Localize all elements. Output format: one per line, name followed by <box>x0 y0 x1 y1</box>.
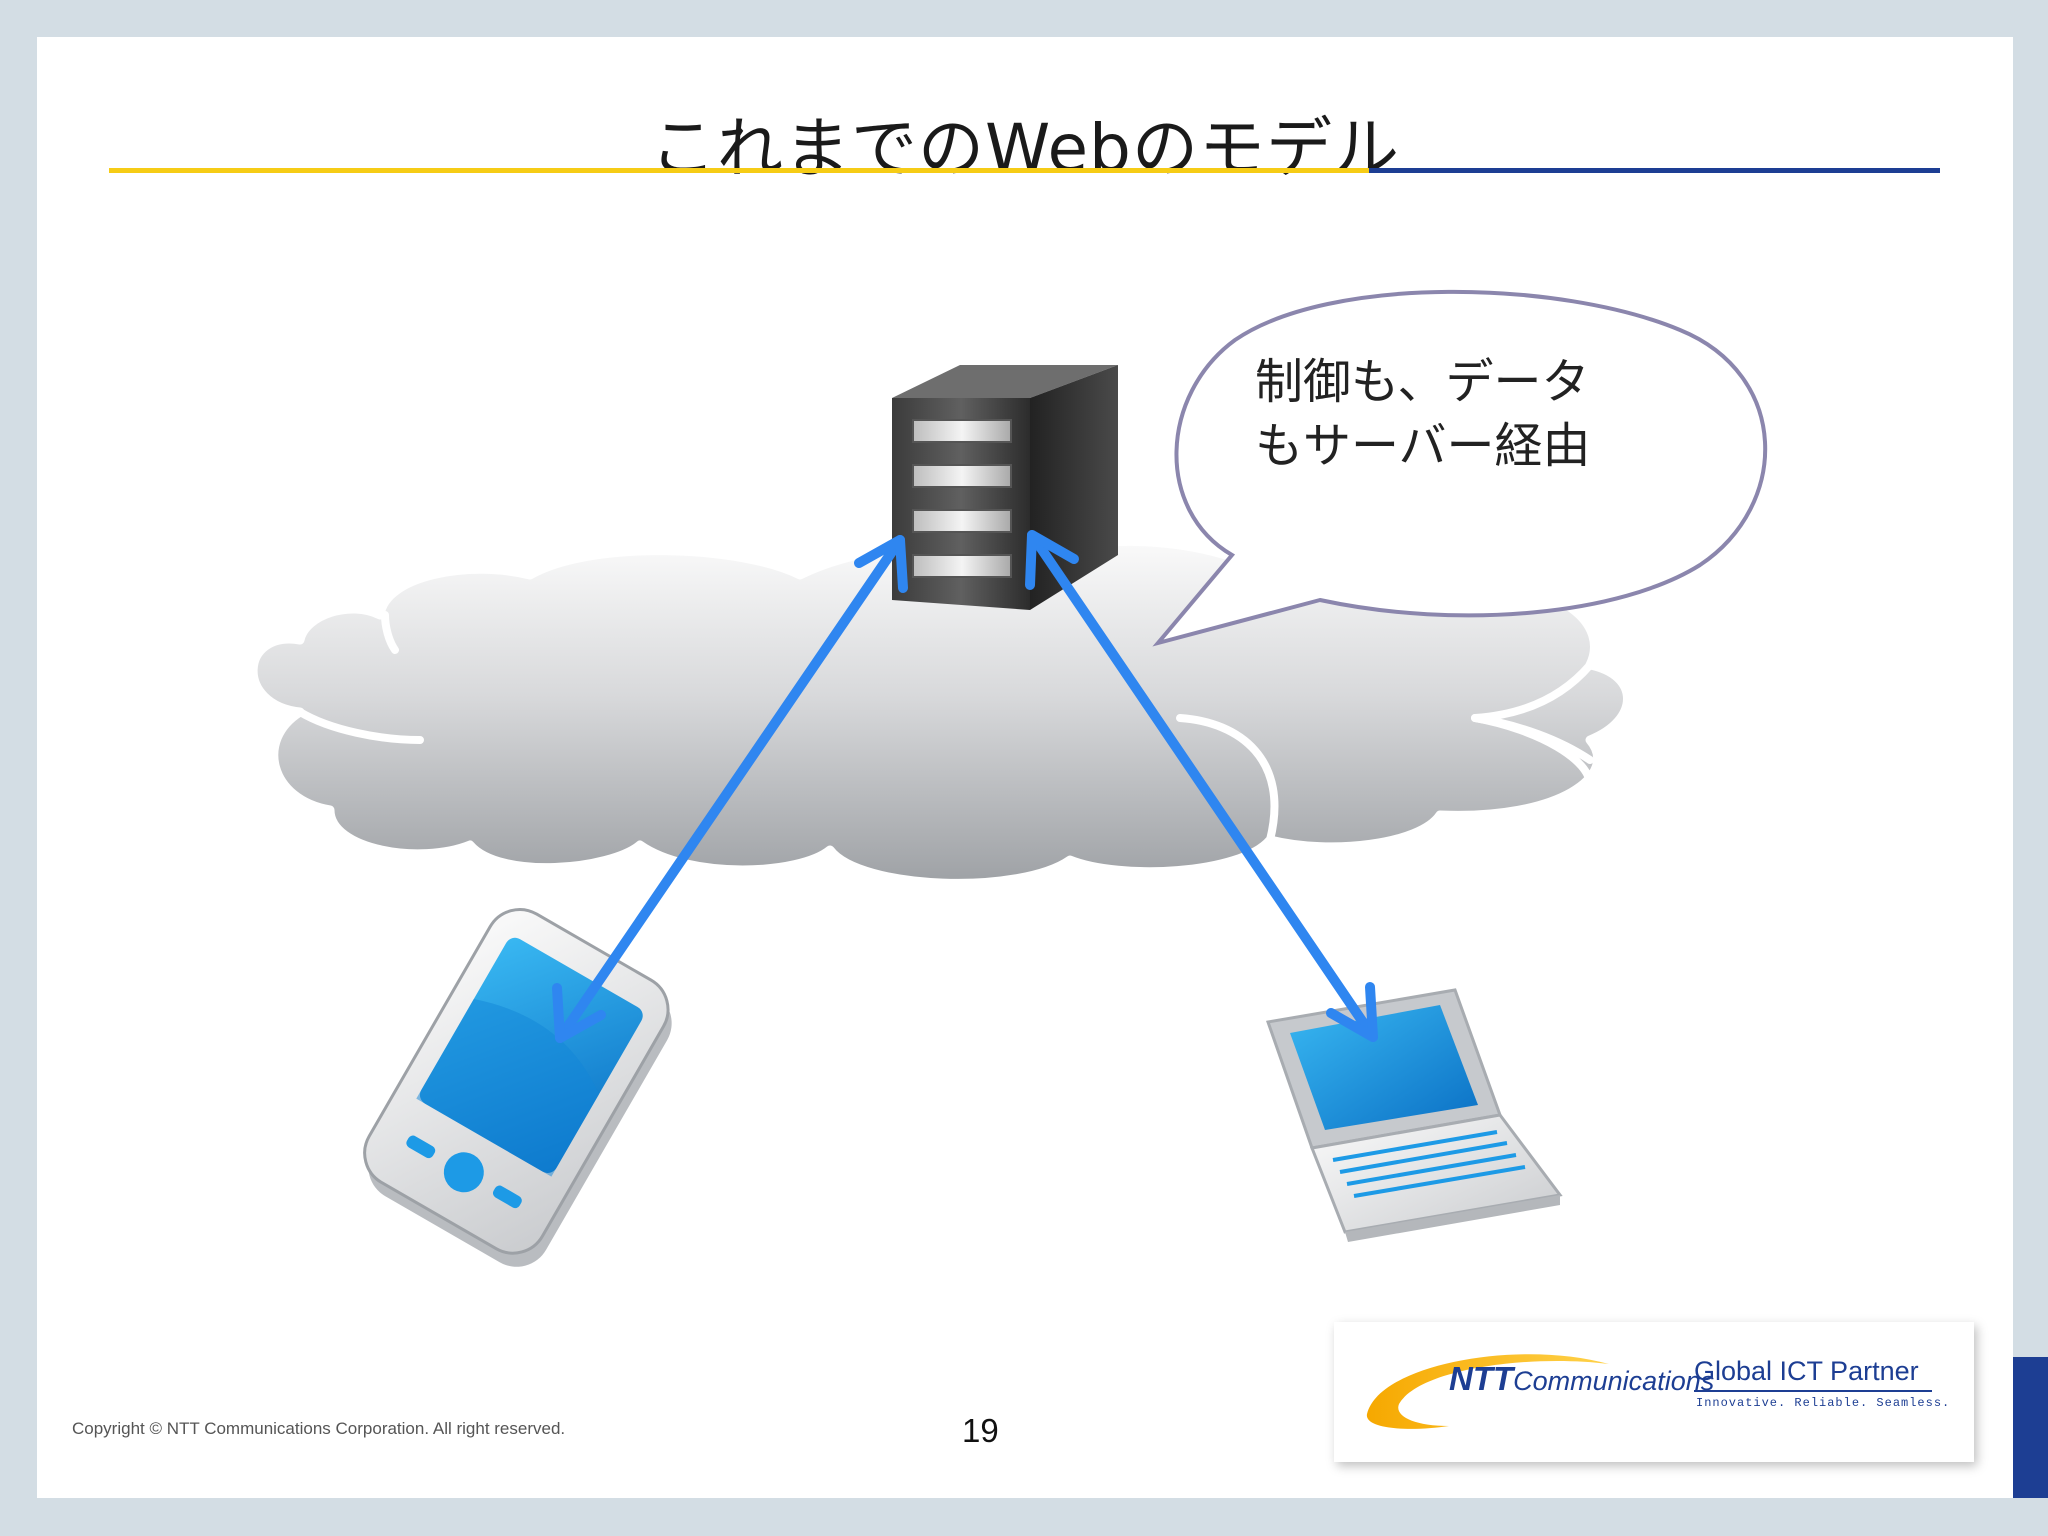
title-rule-blue <box>1369 168 1940 173</box>
smartphone-icon <box>363 908 672 1267</box>
page-number: 19 <box>962 1412 999 1449</box>
ntt-rest: Communications <box>1513 1366 1715 1396</box>
title-rule-yellow <box>109 168 1369 173</box>
bubble-line-1: 制御も、データ <box>1255 354 1590 410</box>
laptop-icon <box>1265 988 1563 1242</box>
arrow-server-smartphone <box>552 535 908 1043</box>
slide-title: これまでのWebのモデル <box>650 110 1400 187</box>
ntt-wordmark: NTTCommunications <box>1449 1360 1714 1398</box>
speech-bubble-icon <box>1152 289 1768 647</box>
cloud-icon <box>248 536 1765 888</box>
ntt-logo-panel: NTTCommunications Global ICT Partner Inn… <box>1334 1322 1974 1462</box>
arrow-server-laptop <box>1025 530 1378 1042</box>
logo-tagline: Global ICT Partner <box>1694 1356 1919 1386</box>
ntt-bold: NTT <box>1449 1360 1514 1397</box>
logo-subtagline: Innovative. Reliable. Seamless. <box>1696 1396 1951 1410</box>
server-icon <box>892 365 1118 610</box>
ntt-swoosh-icon <box>1366 1354 1609 1429</box>
corner-accent-tab <box>2013 1357 2048 1498</box>
copyright-text: Copyright © NTT Communications Corporati… <box>72 1419 566 1438</box>
speech-bubble-text: 制御も、データ もサーバー経由 <box>1255 350 1655 478</box>
bubble-line-2: もサーバー経由 <box>1255 418 1591 474</box>
tagline-divider <box>1694 1390 1932 1392</box>
